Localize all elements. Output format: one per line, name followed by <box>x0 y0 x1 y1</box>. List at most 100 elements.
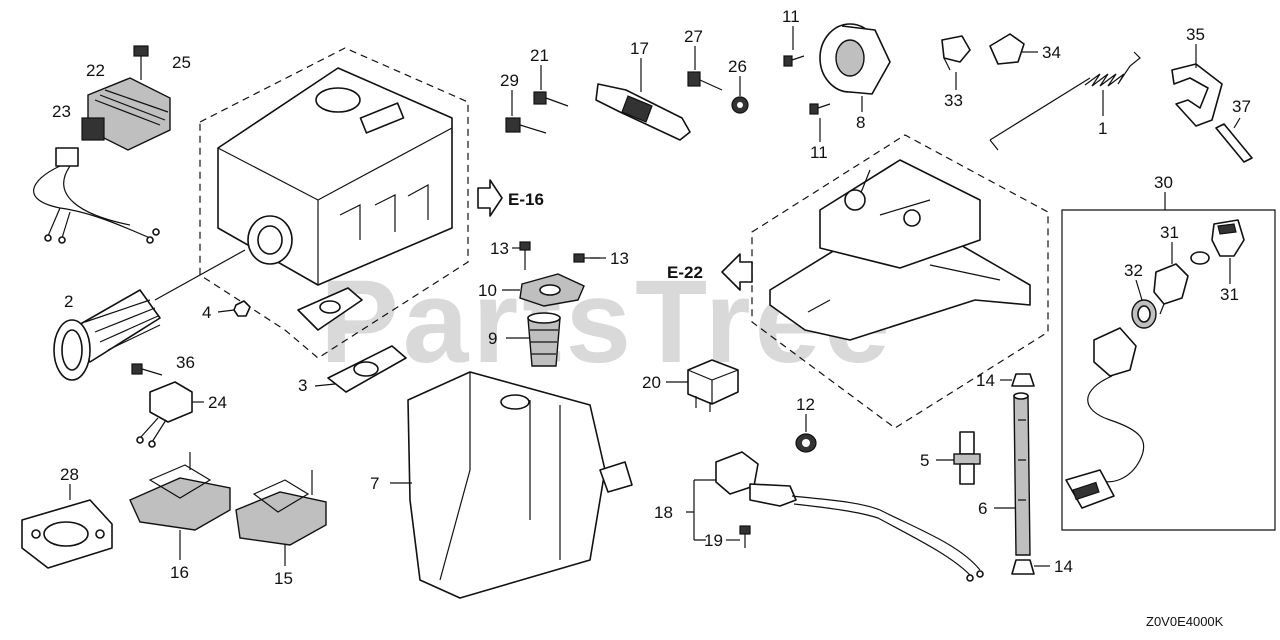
gasket-3-upper <box>297 287 363 331</box>
callout-15: 15 <box>274 569 293 588</box>
clip-34 <box>989 33 1025 65</box>
callout-17: 17 <box>630 39 649 58</box>
callout-14-upper: 14 <box>976 371 995 390</box>
bolt-25 <box>133 45 149 80</box>
callout-25: 25 <box>172 53 191 72</box>
ref-e22-label: E-22 <box>667 263 703 282</box>
leader-37 <box>1233 117 1241 129</box>
clip-35 <box>1171 63 1223 127</box>
screw-11-upper <box>783 55 805 67</box>
callout-2: 2 <box>64 292 73 311</box>
callout-29: 29 <box>500 71 519 90</box>
callout-28: 28 <box>60 465 79 484</box>
callout-21: 21 <box>530 46 549 65</box>
clip-33 <box>941 35 971 71</box>
pin-37 <box>1215 123 1253 163</box>
callout-30: 30 <box>1154 173 1173 192</box>
leader-4 <box>217 309 235 313</box>
callout-13-left: 13 <box>490 239 509 258</box>
callout-7: 7 <box>370 474 379 493</box>
callout-1: 1 <box>1098 119 1107 138</box>
oring-31 <box>1190 251 1210 265</box>
callout-11-lower: 11 <box>810 143 828 162</box>
callout-6: 6 <box>978 499 987 518</box>
ref-arrow-e16[interactable]: E-16 <box>477 179 544 217</box>
callout-36: 36 <box>176 353 195 372</box>
callout-labels: 1 2 3 4 5 6 7 8 9 10 11 11 12 13 13 14 1… <box>52 7 1251 588</box>
throttle-rod-spring <box>989 51 1141 151</box>
fuel-hose-6 <box>1013 392 1031 556</box>
washer-26 <box>731 96 749 114</box>
leader-3 <box>314 383 336 387</box>
callout-4: 4 <box>202 303 211 322</box>
control-base <box>769 159 1031 341</box>
sensor-harness-30 <box>1065 327 1145 509</box>
intake-duct <box>53 289 161 381</box>
fuel-tank-group-outline <box>199 47 469 359</box>
wire-harness-23 <box>33 147 160 244</box>
muffler-cover <box>407 371 633 599</box>
gasket-28 <box>21 499 113 569</box>
washer-12 <box>795 433 817 453</box>
diagram-code: Z0V0E4000K <box>1146 614 1224 629</box>
ref-e16-label: E-16 <box>508 190 544 209</box>
callout-33: 33 <box>944 91 963 110</box>
nut-4 <box>233 300 251 317</box>
callout-31-right: 31 <box>1220 285 1239 304</box>
fuel-strainer-9 <box>527 312 561 367</box>
regulator-rectifier <box>81 77 171 151</box>
callout-16: 16 <box>170 563 189 582</box>
callout-13-right: 13 <box>610 249 629 268</box>
ignition-coil-24 <box>136 381 193 448</box>
callout-22: 22 <box>86 61 105 80</box>
callout-9: 9 <box>488 329 497 348</box>
leader-18 <box>686 479 716 541</box>
seal-32 <box>1131 299 1157 329</box>
screw-19 <box>739 525 751 548</box>
callout-11-upper: 11 <box>782 7 800 26</box>
bolt-21 <box>533 91 569 107</box>
callout-20: 20 <box>642 373 661 392</box>
clamp-14-lower <box>1011 559 1035 575</box>
sensor-31-left <box>1153 263 1189 315</box>
callout-18: 18 <box>654 503 673 522</box>
callout-34: 34 <box>1042 43 1061 62</box>
callout-24: 24 <box>208 393 227 412</box>
callout-12: 12 <box>796 395 815 414</box>
bolt-29 <box>505 117 547 134</box>
sensor-kit-box <box>1061 209 1276 531</box>
clamp-14-upper <box>1011 373 1035 387</box>
bolt-36 <box>131 363 163 376</box>
callout-5: 5 <box>920 451 929 470</box>
callout-8: 8 <box>856 113 865 132</box>
fitting-5 <box>953 431 981 485</box>
engine-mount-15 <box>235 470 327 546</box>
callout-31-left: 31 <box>1160 223 1179 242</box>
callout-10: 10 <box>478 281 497 300</box>
control-base-group-outline <box>751 134 1049 429</box>
sensor-31-right <box>1211 219 1245 257</box>
callout-37: 37 <box>1232 97 1251 116</box>
leader-32 <box>1135 279 1143 301</box>
callout-27: 27 <box>684 27 703 46</box>
spark-plug <box>595 83 691 141</box>
callout-32: 32 <box>1124 261 1143 280</box>
fuel-tank <box>217 67 453 286</box>
screw-11-lower <box>809 103 831 115</box>
callout-23: 23 <box>52 102 71 121</box>
callout-3: 3 <box>298 376 307 395</box>
callout-14-lower: 14 <box>1054 557 1073 576</box>
leader-2 <box>154 249 246 301</box>
relay-20 <box>687 359 739 412</box>
plate-10 <box>519 273 585 307</box>
ref-arrow-e22[interactable]: E-22 <box>667 253 753 291</box>
bolt-27 <box>687 71 723 91</box>
end-cap-8 <box>819 23 891 95</box>
callout-26: 26 <box>728 57 747 76</box>
bolt-13-left <box>519 241 531 270</box>
stop-switch-cable <box>715 451 984 582</box>
engine-mount-16 <box>129 452 231 531</box>
callout-19: 19 <box>704 531 723 550</box>
gasket-3-lower <box>327 345 407 393</box>
